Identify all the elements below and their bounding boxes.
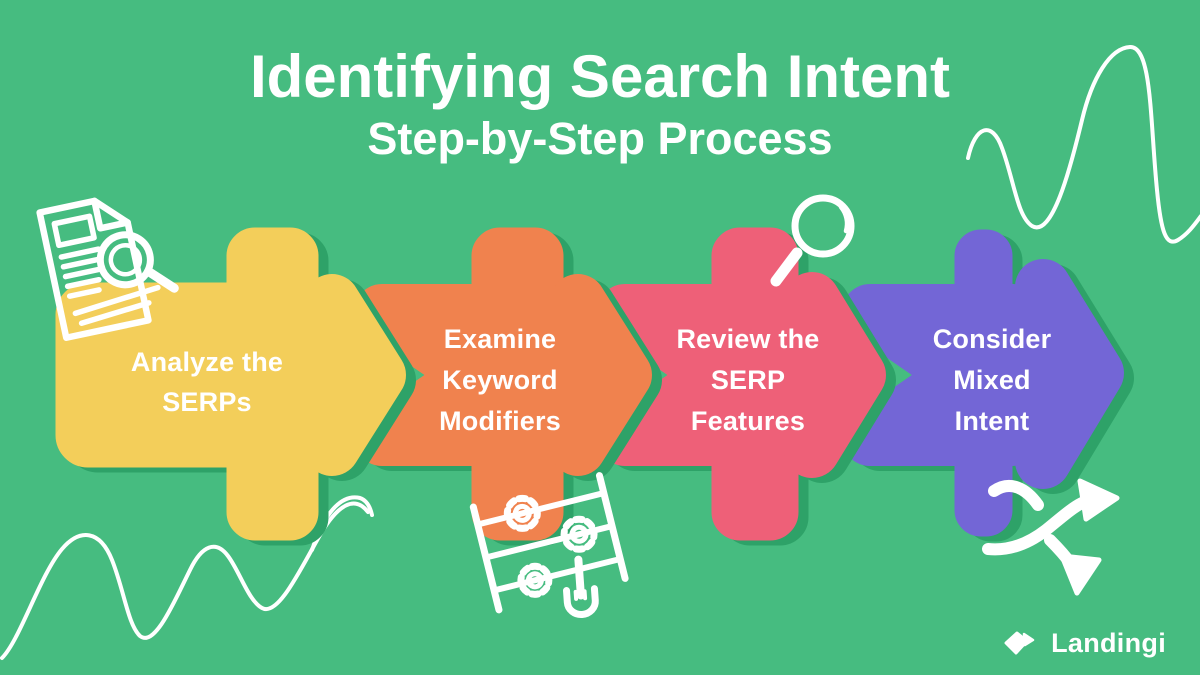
step-label-line: SERP bbox=[710, 365, 786, 395]
step-label-1: Analyze the SERPs bbox=[92, 342, 322, 422]
step-label-line: Keyword bbox=[442, 365, 558, 395]
step-label-line: Mixed bbox=[953, 365, 1031, 395]
gear-icon bbox=[503, 494, 541, 532]
header: Identifying Search Intent Step-by-Step P… bbox=[0, 42, 1200, 166]
page-title: Identifying Search Intent bbox=[249, 43, 951, 110]
gear-icon bbox=[560, 515, 598, 553]
step-label-2: Examine Keyword Modifiers bbox=[385, 319, 615, 442]
brand-logo: Landingi bbox=[1002, 628, 1166, 659]
step-label-line: SERPs bbox=[162, 387, 252, 417]
settings-gears-icon bbox=[469, 472, 629, 619]
pointer-hand-icon bbox=[563, 555, 599, 619]
squiggle-bottom-left bbox=[0, 501, 370, 660]
step-label-3: Review the SERP Features bbox=[633, 319, 863, 442]
step-label-line: Analyze the bbox=[130, 347, 284, 377]
step-label-line: Modifiers bbox=[439, 406, 561, 436]
step-label-line: Features bbox=[690, 406, 806, 436]
document-search-icon bbox=[36, 197, 179, 341]
step-label-line: Review the bbox=[676, 324, 820, 354]
page-subtitle: Step-by-Step Process bbox=[367, 113, 833, 164]
gear-icon bbox=[517, 562, 553, 598]
step-label-line: Consider bbox=[932, 324, 1052, 354]
mixed-intent-arrows-icon bbox=[982, 478, 1120, 596]
squiggle-top-right bbox=[966, 44, 1200, 244]
step-label-line: Examine bbox=[443, 324, 557, 354]
logo-mark-icon bbox=[1004, 631, 1035, 654]
step-label-line: Intent bbox=[954, 406, 1030, 436]
logo-text: Landingi bbox=[1051, 628, 1166, 658]
magnifier-icon bbox=[770, 194, 855, 287]
step-label-4: Consider Mixed Intent bbox=[877, 319, 1107, 442]
